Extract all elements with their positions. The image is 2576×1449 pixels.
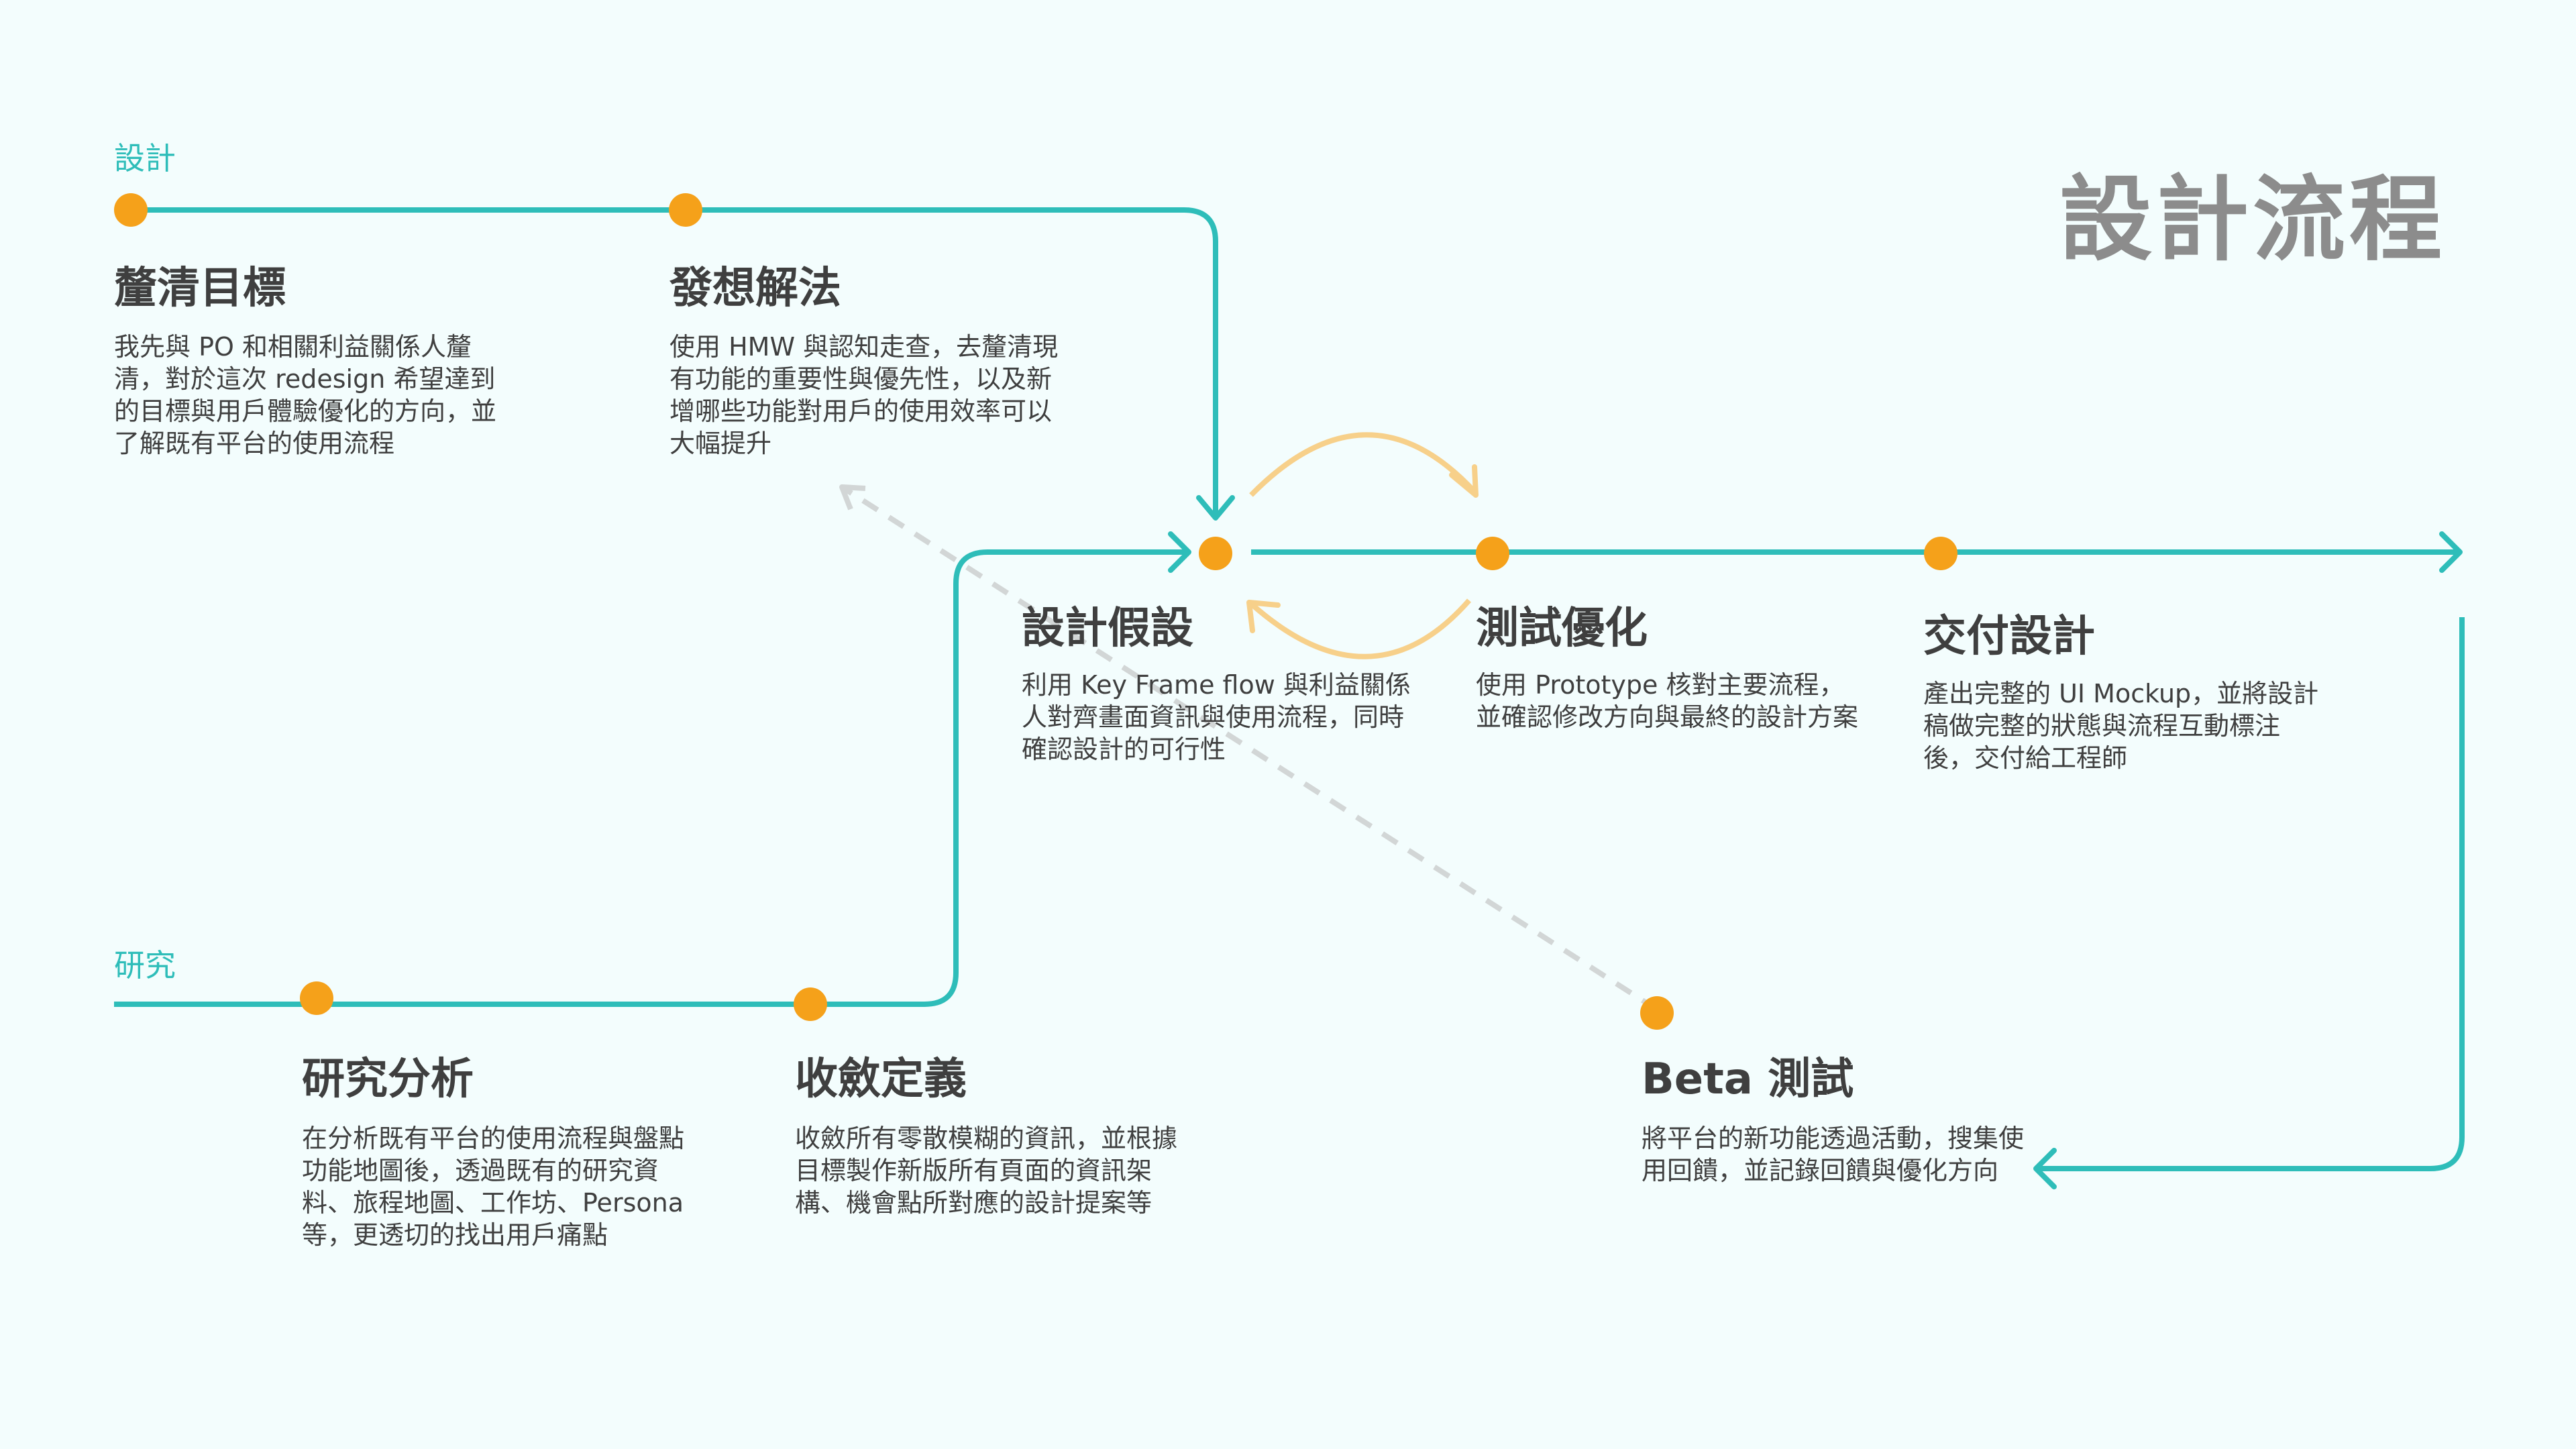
- iteration-loop-top: [1249, 432, 1478, 497]
- page-title: 設計流程: [2059, 166, 2447, 274]
- step-converge-define-title: 收斂定義: [795, 1055, 967, 1104]
- design-lane-label: 設計: [114, 140, 176, 176]
- step-test-optimize-title: 測試優化: [1476, 604, 1648, 653]
- node-research-analysis: [300, 981, 333, 1015]
- node-deliver-design: [1924, 537, 1957, 570]
- feedback-arrowhead: [839, 484, 866, 511]
- step-research-analysis-desc: 在分析既有平台的使用流程與盤點功能地圖後，透過既有的研究資料、旅程地圖、工作坊、…: [302, 1124, 685, 1250]
- step-deliver-design-desc: 產出完整的 UI Mockup，並將設計稿做完整的狀態與流程互動標注後，交付給工…: [1923, 679, 2319, 773]
- design-lane-arrowhead: [1196, 495, 1235, 521]
- node-test-optimize: [1476, 537, 1509, 570]
- return-arrowhead: [2033, 1148, 2057, 1189]
- research-lane-line: [114, 549, 1187, 1007]
- return-line: [2036, 617, 2465, 1171]
- step-converge-define-desc: 收斂所有零散模糊的資訊，並根據目標製作新版所有頁面的資訊架構、機會點所對應的設計…: [795, 1124, 1178, 1218]
- node-clarify-goals: [114, 193, 148, 227]
- step-test-optimize-desc: 使用 Prototype 核對主要流程，並確認修改方向與最終的設計方案: [1476, 670, 1859, 732]
- step-research-analysis-title: 研究分析: [302, 1055, 474, 1104]
- iteration-loop-bottom: [1249, 598, 1472, 659]
- step-design-hypothesis-title: 設計假設: [1022, 604, 1193, 653]
- node-converge-define: [794, 987, 827, 1021]
- step-beta-test-title: Beta 測試: [1642, 1055, 1854, 1104]
- research-lane-arrowhead: [1168, 531, 1191, 573]
- iteration-loop-bottom-arrowhead: [1246, 600, 1281, 633]
- research-lane-label: 研究: [114, 947, 176, 983]
- step-ideate-solutions-title: 發想解法: [669, 264, 841, 313]
- step-ideate-solutions-desc: 使用 HMW 與認知走查，去釐清現有功能的重要性與優先性，以及新增哪些功能對用戶…: [669, 332, 1059, 458]
- node-beta-test: [1640, 996, 1674, 1030]
- step-clarify-goals-desc: 我先與 PO 和相關利益關係人釐清，對於這次 redesign 希望達到的目標與…: [114, 332, 497, 458]
- node-ideate-solutions: [669, 193, 702, 227]
- step-design-hypothesis-desc: 利用 Key Frame flow 與利益關係人對齊畫面資訊與使用流程，同時確認…: [1022, 670, 1411, 764]
- step-clarify-goals-title: 釐清目標: [114, 264, 286, 313]
- main-flow-arrowhead: [2439, 531, 2463, 573]
- node-design-hypothesis: [1199, 537, 1232, 570]
- step-deliver-design-title: 交付設計: [1923, 612, 2095, 661]
- step-beta-test-desc: 將平台的新功能透過活動，搜集使用回饋，並記錄回饋與優化方向: [1642, 1124, 2025, 1185]
- iteration-loop-top-arrowhead: [1449, 464, 1479, 498]
- design-lane-line: [131, 207, 1218, 517]
- feedback-dashed-connector: [840, 484, 1659, 1012]
